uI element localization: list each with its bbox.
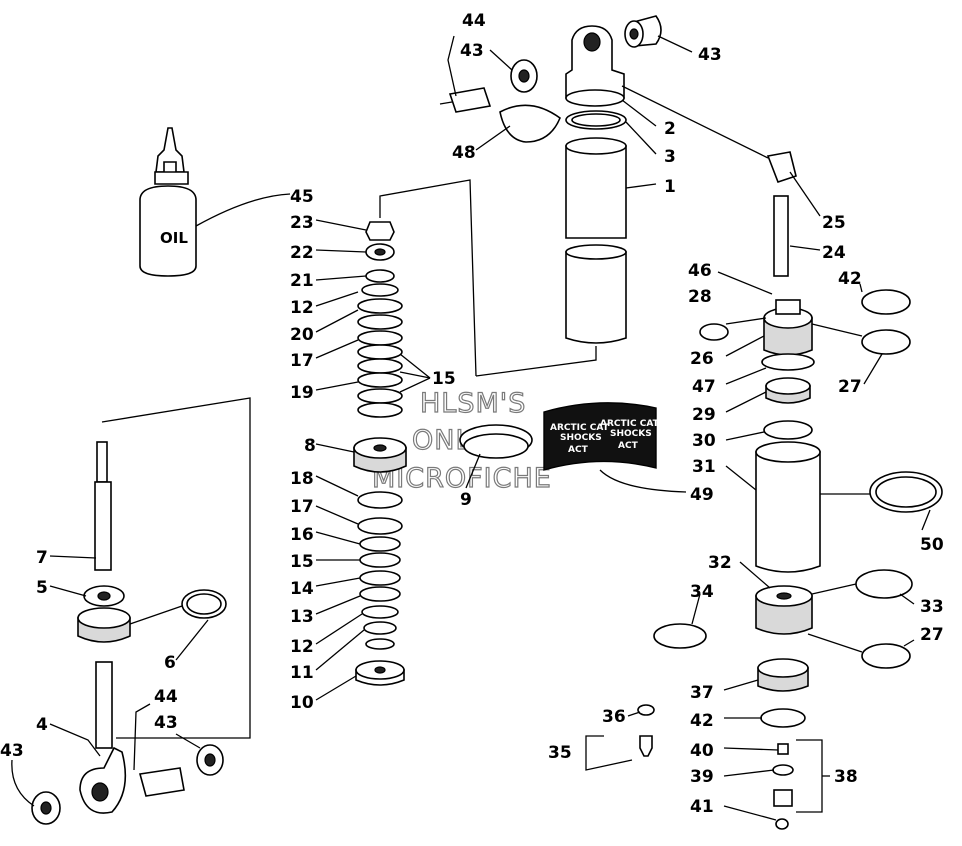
callout-47: 47 [692,377,716,397]
decal-line-3: ACT [568,445,589,455]
callout-34: 34 [690,582,714,602]
callout-43-top-right: 43 [698,45,722,65]
callout-9: 9 [460,490,472,510]
callout-20: 20 [290,325,314,345]
valve-stack [353,221,533,686]
decal-line-1: ARCTIC CAT [550,423,610,433]
callout-12-upper: 12 [290,298,314,318]
callout-46: 46 [688,261,712,281]
callout-44-bottom: 44 [154,687,178,707]
callout-8: 8 [304,436,316,456]
callout-39: 39 [690,767,714,787]
decal-line-6: ACT [618,441,639,451]
callout-44-top: 44 [462,11,486,31]
callout-13: 13 [290,607,314,627]
callout-45: 45 [290,187,314,207]
callout-31: 31 [692,457,716,477]
reservoir-assembly [637,151,943,830]
callout-4: 4 [36,715,48,735]
callout-18: 18 [290,469,314,489]
callout-14: 14 [290,579,314,599]
callout-35: 35 [548,743,572,763]
callout-29: 29 [692,405,716,425]
callout-5: 5 [36,578,48,598]
leader-lines [11,35,931,821]
decal: ARCTIC CAT SHOCKS ACT ARCTIC CAT SHOCKS … [543,402,660,471]
decal-line-5: SHOCKS [610,429,652,439]
callout-41: 41 [690,797,714,817]
callout-48: 48 [452,143,476,163]
callout-37: 37 [690,683,714,703]
shock-body-assembly [439,15,662,344]
callout-21: 21 [290,271,314,291]
callout-1: 1 [664,177,676,197]
callout-40: 40 [690,741,714,761]
callout-32: 32 [708,553,732,573]
callout-43-top-left: 43 [460,41,484,61]
callout-3: 3 [664,147,676,167]
callout-labels: 1 2 3 4 5 6 7 8 9 10 11 12 12 13 14 15 1… [0,11,944,817]
callout-6: 6 [164,653,176,673]
oil-bottle: OIL [139,127,197,277]
callout-24: 24 [822,243,846,263]
callout-17-upper: 17 [290,351,314,371]
decal-line-2: SHOCKS [560,433,602,443]
oil-bottle-label: OIL [160,229,188,247]
callout-17-lower: 17 [290,497,314,517]
callout-36: 36 [602,707,626,727]
callout-23: 23 [290,213,314,233]
callout-12-lower: 12 [290,637,314,657]
shaft-assembly [31,441,227,825]
callout-15-lower: 15 [290,552,314,572]
watermark-line-1: HLSM'S [420,388,526,419]
decal-line-4: ARCTIC CAT [600,419,660,429]
callout-30: 30 [692,431,716,451]
callout-43-bottom-right: 43 [154,713,178,733]
callout-42-lower: 42 [690,711,714,731]
callout-2: 2 [664,119,676,139]
callout-42-upper: 42 [838,269,862,289]
callout-22: 22 [290,243,314,263]
callout-27-lower: 27 [920,625,944,645]
callout-25: 25 [822,213,846,233]
callout-38: 38 [834,767,858,787]
callout-49: 49 [690,485,714,505]
callout-10: 10 [290,693,314,713]
callout-50: 50 [920,535,944,555]
callout-27-upper: 27 [838,377,862,397]
callout-33: 33 [920,597,944,617]
callout-16: 16 [290,525,314,545]
callout-7: 7 [36,548,48,568]
callout-26: 26 [690,349,714,369]
callout-43-bottom-left: 43 [0,741,24,761]
callout-28: 28 [688,287,712,307]
callout-15-upper: 15 [432,369,456,389]
callout-19: 19 [290,383,314,403]
callout-11: 11 [290,663,314,683]
